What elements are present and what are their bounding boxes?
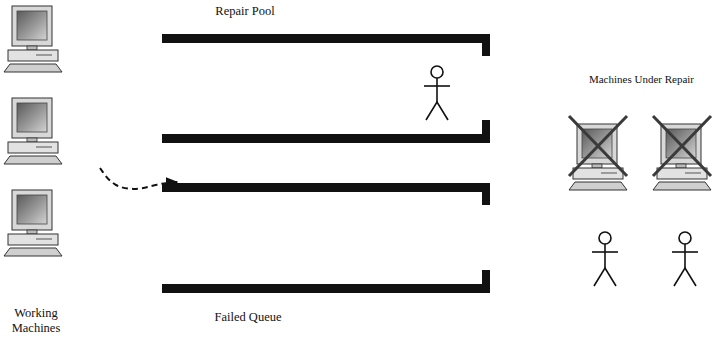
system-unit [8,234,58,245]
channel-end [482,183,490,205]
screen [17,195,47,224]
keyboard [4,248,62,256]
figure-head [431,66,443,78]
drive-slot [36,55,52,56]
keyboard [569,182,627,190]
repairman-figure [424,66,450,120]
channel-wall [162,134,487,143]
monitor-stand [27,230,37,234]
broken-computer-icon [653,116,711,190]
system-unit [573,168,623,179]
system-unit [8,50,58,61]
channel-wall [162,34,487,43]
monitor-stand [27,138,37,142]
failure-arrow [100,168,178,189]
repairman-figure [672,232,698,286]
cross-mark [569,116,627,176]
node-shape [0,0,100,351]
channel-end [482,34,490,56]
drive-slot [36,147,52,148]
drive-slot [601,173,617,174]
repair-station-group: Machines Under Repair [555,68,728,303]
drive-slot [685,173,701,174]
channel-end [482,120,490,143]
node-shape [160,0,492,150]
monitor-stand [27,46,37,50]
computer-icon [4,98,62,164]
figure-body [684,244,686,268]
figure-arms [592,251,618,253]
node-label: Machines Under Repair [555,72,728,87]
screen [17,103,47,132]
node-shape [555,68,728,303]
monitor [12,98,52,138]
figure-head [679,232,691,244]
queue-channel [162,34,490,143]
figure-arms [672,251,698,253]
failed-queue-channel: Failed Queue [178,178,492,330]
node-label: Failed Queue [198,310,298,325]
machine-group: Working Machines [0,0,100,351]
channel-wall [162,183,487,192]
monitor [12,190,52,230]
broken-computer-icon [569,116,627,190]
monitor-stand [676,164,686,168]
figure-legs [426,102,448,120]
repair-pool-channel: Repair Pool [160,0,492,150]
node-label: Working Machines [0,306,72,336]
monitor [12,6,52,46]
channel-end [482,270,490,293]
figure-body [604,244,606,268]
computer-icon [4,190,62,256]
cross-mark [653,116,711,176]
screen [17,11,47,40]
node-label: Repair Pool [200,4,290,19]
queue-channel [162,183,490,293]
node-shape [178,178,492,330]
cross-mark [653,116,711,176]
keyboard [4,64,62,72]
figure-body [436,78,438,102]
cross-mark [569,116,627,176]
figure-legs [594,268,616,286]
monitor-stand [592,164,602,168]
keyboard [653,182,711,190]
figure-head [599,232,611,244]
drive-slot [36,239,52,240]
computer-icon [4,6,62,72]
keyboard [4,156,62,164]
repairman-figure [592,232,618,286]
system-unit [657,168,707,179]
figure-arms [424,85,450,87]
channel-wall [162,284,487,293]
system-unit [8,142,58,153]
figure-legs [674,268,696,286]
